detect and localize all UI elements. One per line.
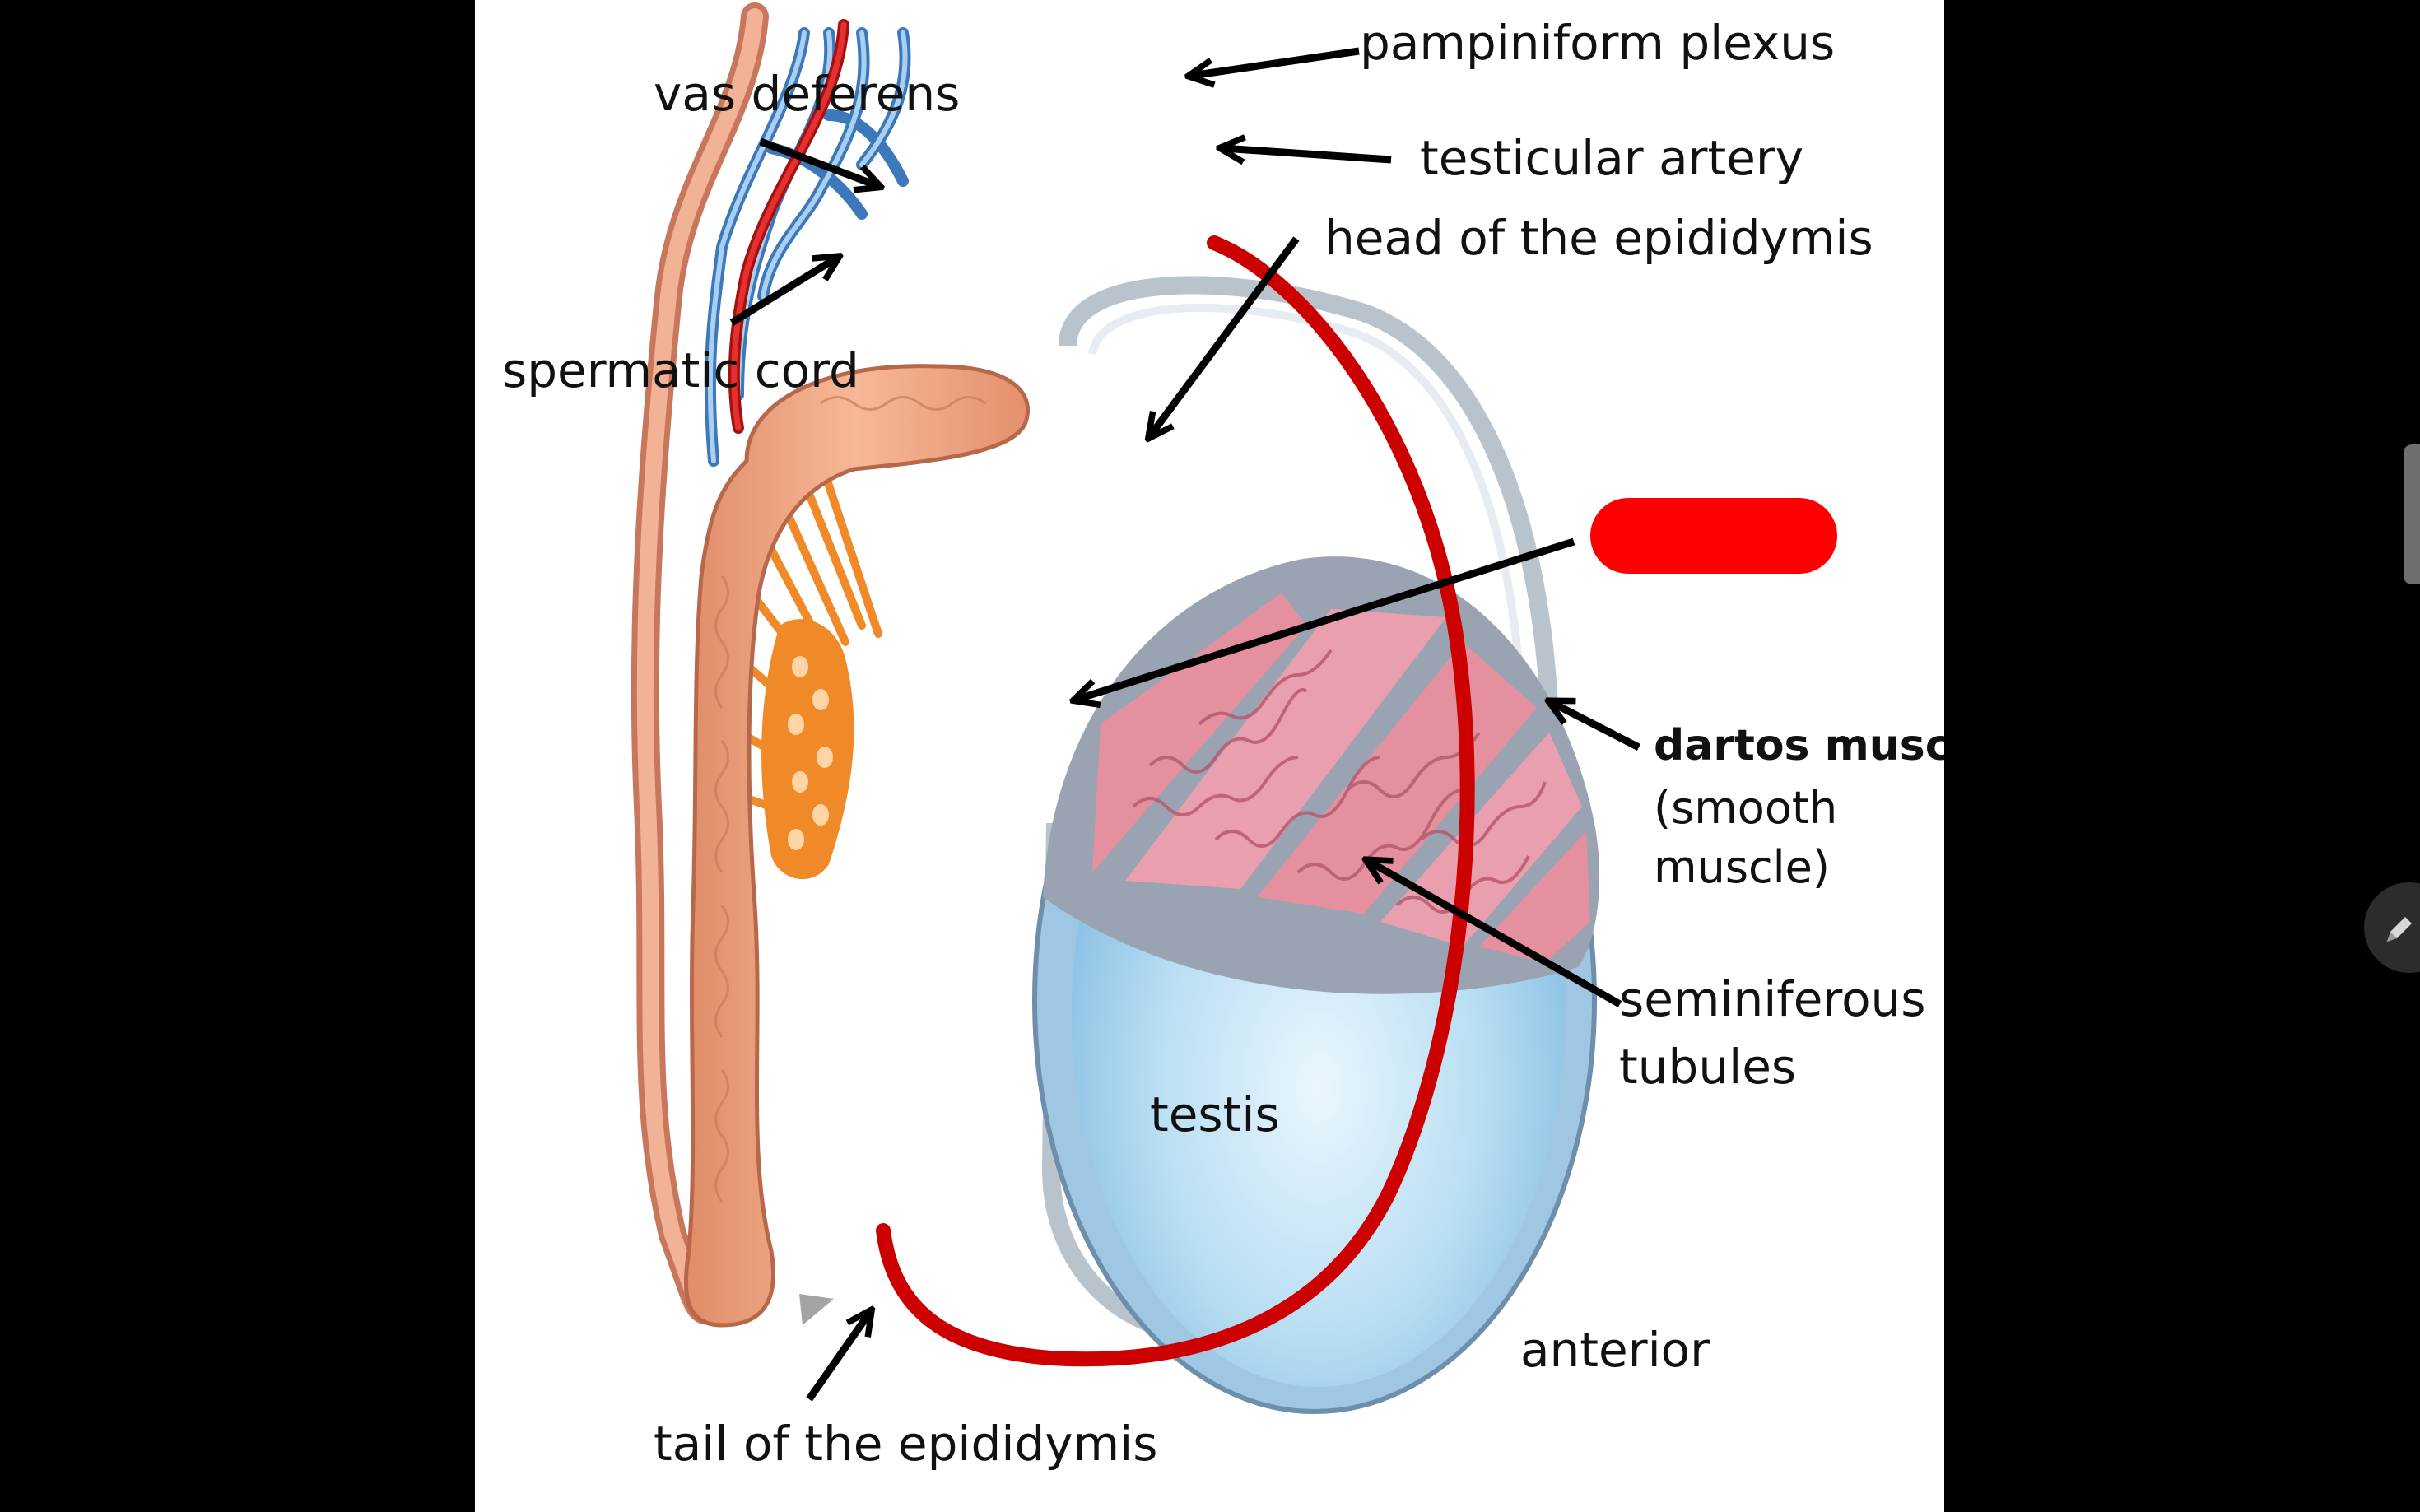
label-testis: testis xyxy=(1150,1086,1280,1142)
label-smooth: (smooth xyxy=(1654,782,1838,834)
arrow-dartos xyxy=(1551,702,1641,751)
label-vas-deferens: vas deferens xyxy=(654,66,961,122)
label-anterior: anterior xyxy=(1520,1322,1710,1378)
testis-diagram xyxy=(631,2,1641,1414)
arrow-vas-deferens xyxy=(759,137,878,186)
dartos-outline xyxy=(876,235,1475,1367)
pen-icon xyxy=(2387,917,2412,942)
label-spermatic-cord: spermatic cord xyxy=(502,342,859,398)
pen-tool-button[interactable] xyxy=(2364,882,2420,973)
rete-testis xyxy=(761,619,854,880)
arrow-redacted xyxy=(1076,537,1575,700)
label-tail-epididymis: tail of the epididymis xyxy=(654,1416,1158,1472)
vas-deferens xyxy=(631,2,769,1325)
arrow-seminiferous xyxy=(1368,861,1622,1007)
testicular-artery xyxy=(728,19,849,434)
label-seminiferous: seminiferous xyxy=(1619,971,1926,1027)
label-tubules: tubules xyxy=(1619,1039,1797,1095)
label-pampiniform-plexus: pampiniform plexus xyxy=(1360,15,1836,71)
arrow-spermatic-cord xyxy=(729,258,837,326)
leader-arrows xyxy=(729,47,1641,1402)
arrow-head-epididymis xyxy=(1150,236,1300,436)
tail-marker xyxy=(799,1294,834,1325)
redacted-label xyxy=(1590,498,1837,574)
label-testicular-artery: testicular artery xyxy=(1420,130,1804,186)
scrollbar-thumb[interactable] xyxy=(2404,444,2420,584)
arrow-pampiniform xyxy=(1191,47,1360,76)
diagram-slide: pampiniform plexus vas deferens testicul… xyxy=(475,0,1944,1512)
label-muscle: muscle) xyxy=(1654,841,1830,893)
arrow-tail-epididymis xyxy=(806,1312,870,1402)
epididymis xyxy=(683,364,1030,1328)
label-head-epididymis: head of the epididymis xyxy=(1324,210,1873,266)
arrow-testicular-artery xyxy=(1222,148,1392,160)
label-dartos-muscle: dartos muscle xyxy=(1654,721,1944,770)
